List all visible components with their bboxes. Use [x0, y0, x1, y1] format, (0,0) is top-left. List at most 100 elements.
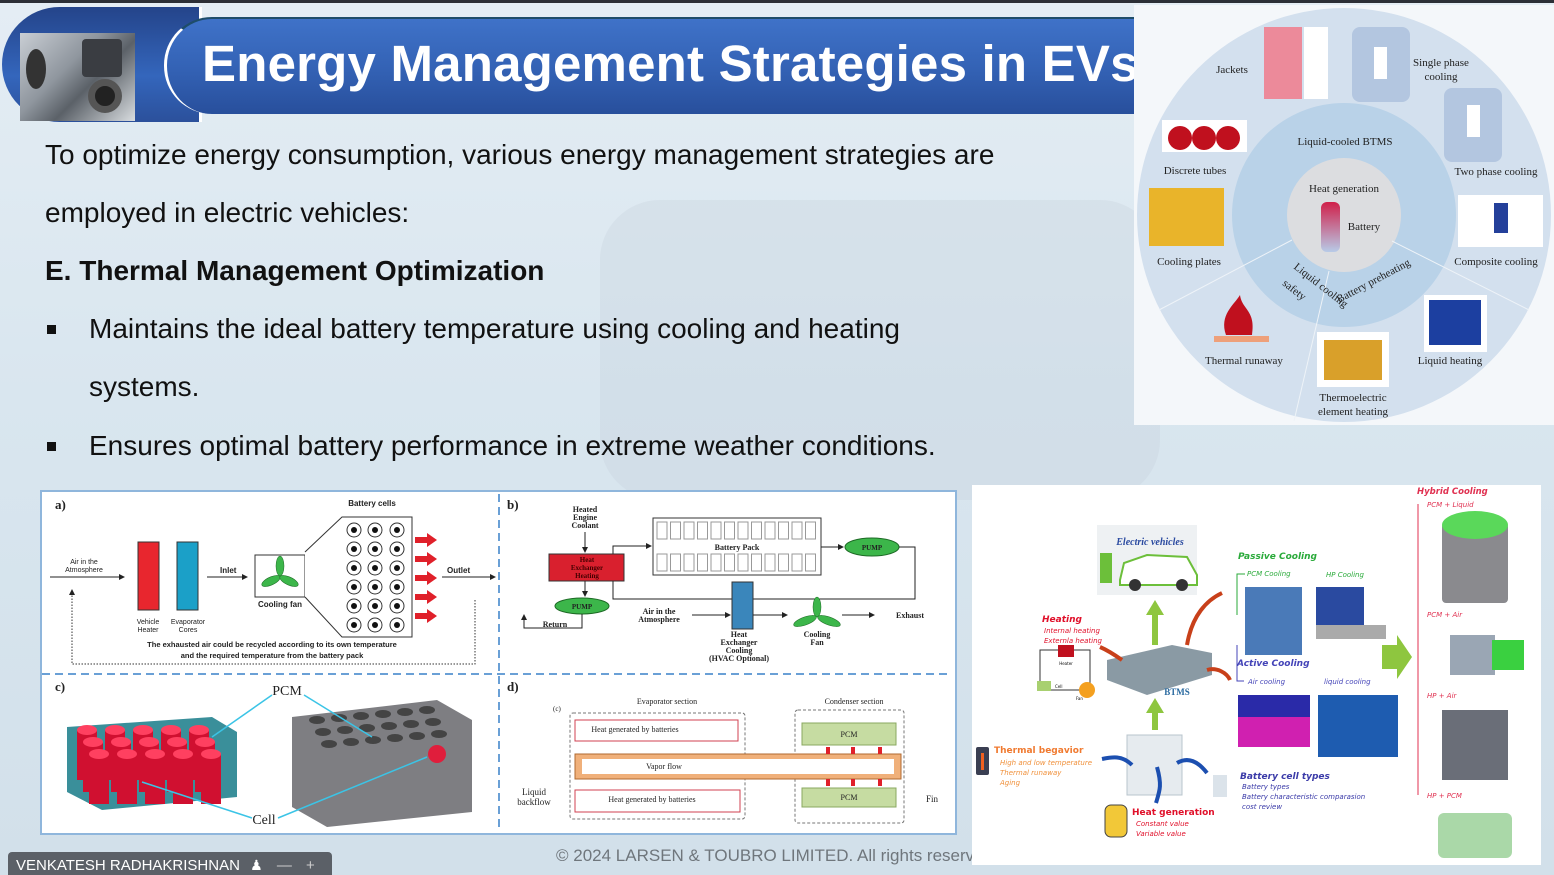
pcm-hole: [425, 718, 441, 726]
coolant-label-2: Engine: [573, 513, 597, 522]
window-top-border: [0, 0, 1554, 3]
background-watermark: [600, 200, 1160, 500]
internal-heating: Internal heating: [1044, 627, 1100, 635]
red-cylinder-top: [201, 749, 221, 759]
air-cooling-image: [1238, 695, 1310, 717]
red-cylinder-cell: [201, 754, 221, 804]
fan-label-2: Fan: [810, 638, 824, 647]
pcm-cooling-label: PCM Cooling: [1247, 570, 1291, 578]
red-cylinder-top: [111, 737, 131, 747]
external-heating: Externla heating: [1044, 637, 1103, 645]
battery-cell-core: [394, 622, 400, 628]
cell-label: Cell: [252, 813, 275, 828]
red-cylinder-top: [89, 749, 109, 759]
pack-cell: [656, 521, 668, 540]
battery-cell-image: [1126, 734, 1183, 796]
pcm-hole: [353, 712, 369, 720]
battery-cell-core: [351, 527, 357, 533]
red-cylinder-top: [189, 725, 209, 735]
charger-icon: [1100, 553, 1112, 583]
battery-cell-core: [394, 546, 400, 552]
minimize-button[interactable]: —: [276, 857, 292, 874]
battery-cell-core: [372, 584, 378, 590]
pcm-liquid-label: PCM + Liquid: [1427, 501, 1474, 509]
green-arrows: [1146, 600, 1412, 730]
pack-cell: [697, 553, 708, 572]
hp-air-label: HP + Air: [1427, 692, 1458, 700]
label-thermoelectric: Thermoelectric: [1319, 392, 1386, 404]
pcm-air-label: PCM + Air: [1427, 611, 1463, 619]
ev-label: Electric vehicles: [1115, 537, 1184, 548]
liquid-cooled-btms-figure: Heat generation Battery Liquid-cooled BT…: [1134, 5, 1554, 425]
heater-label: Vehicle: [137, 619, 160, 626]
outlet-heat-arrow: [415, 533, 437, 547]
exhaust-label: Exhaust: [896, 611, 924, 620]
btms-label: BTMS: [1164, 687, 1190, 697]
red-cylinder-top: [161, 725, 181, 735]
panel-a-label: a): [55, 497, 66, 512]
pcm-hole: [309, 716, 325, 724]
pcm-hole: [419, 706, 435, 714]
jackets-image: [1264, 27, 1302, 99]
pcm-hole: [359, 724, 375, 732]
pcm-hole: [321, 740, 337, 748]
coolant-label-1: Heated: [573, 505, 598, 514]
battery-cell-core: [372, 565, 378, 571]
thermal-runaway-image: [1224, 295, 1253, 335]
evaporator-section-label: Evaporator section: [637, 697, 697, 706]
pack-cell: [805, 521, 816, 540]
label-two-phase: Two phase cooling: [1455, 166, 1538, 178]
outlet-heat-arrow: [415, 552, 437, 566]
red-cylinder-cell: [117, 754, 137, 804]
heater-label-2: Heater: [137, 627, 159, 634]
pack-cell: [670, 553, 681, 572]
red-cylinder-top: [173, 749, 193, 759]
aging: Aging: [999, 779, 1021, 787]
cell-types-label: Battery cell types: [1240, 772, 1331, 782]
battery-cell-core: [372, 622, 378, 628]
pump-label: PUMP: [862, 544, 883, 552]
condenser-section-label: Condenser section: [825, 697, 884, 706]
cell-label: Cell: [1055, 684, 1062, 689]
presenter-user-icon: ♟: [250, 857, 263, 873]
red-cylinder-top: [105, 725, 125, 735]
pack-cell: [656, 553, 668, 572]
pcm-hole: [375, 710, 391, 718]
red-cylinder-cell: [89, 754, 109, 804]
pcm-hole: [409, 732, 425, 740]
presenter-name-tag[interactable]: VENKATESH RADHAKRISHNAN ♟ — +: [8, 852, 332, 875]
pack-cell: [724, 553, 735, 572]
coolant-label-3: Coolant: [571, 521, 598, 530]
backflow-label: backflow: [517, 797, 551, 807]
battery-pack-label: Battery Pack: [715, 543, 760, 552]
pcm-block: [292, 700, 472, 827]
label-liquid-heating: Liquid heating: [1418, 355, 1483, 367]
label-jackets: Jackets: [1216, 64, 1248, 76]
outlet-heat-arrow: [415, 590, 437, 604]
label-single-phase: Single phase: [1413, 57, 1469, 69]
sub-c-label: (c): [553, 705, 561, 713]
pack-cell: [778, 553, 789, 572]
pack-cell: [683, 521, 695, 540]
variable-value: Variable value: [1136, 830, 1186, 838]
pcm-top-label: PCM: [841, 730, 858, 739]
pcm-liquid-image: [1442, 523, 1508, 603]
pcm-hole: [365, 736, 381, 744]
pack-cell: [805, 553, 816, 572]
pack-cell: [751, 521, 762, 540]
hp-cooling-image: [1316, 587, 1364, 627]
passive-cooling-label: Passive Cooling: [1238, 552, 1318, 562]
add-button[interactable]: +: [306, 857, 315, 874]
red-cylinder-top: [133, 725, 153, 735]
hx-label-2: Exchanger: [571, 564, 603, 572]
pack-cell: [710, 521, 722, 540]
hxc-label-2: Exchanger: [721, 638, 758, 647]
cell-in-pcm: [428, 745, 446, 763]
label-cooling-plates: Cooling plates: [1157, 256, 1221, 268]
air-label: Air in the: [643, 607, 676, 616]
battery-pack-image: [1107, 645, 1212, 695]
high-low-temp: High and low temperature: [1000, 759, 1092, 767]
hxc-label-1: Heat: [731, 630, 748, 639]
air-cooling-label: Air cooling: [1247, 678, 1286, 686]
battery-cell-core: [351, 565, 357, 571]
